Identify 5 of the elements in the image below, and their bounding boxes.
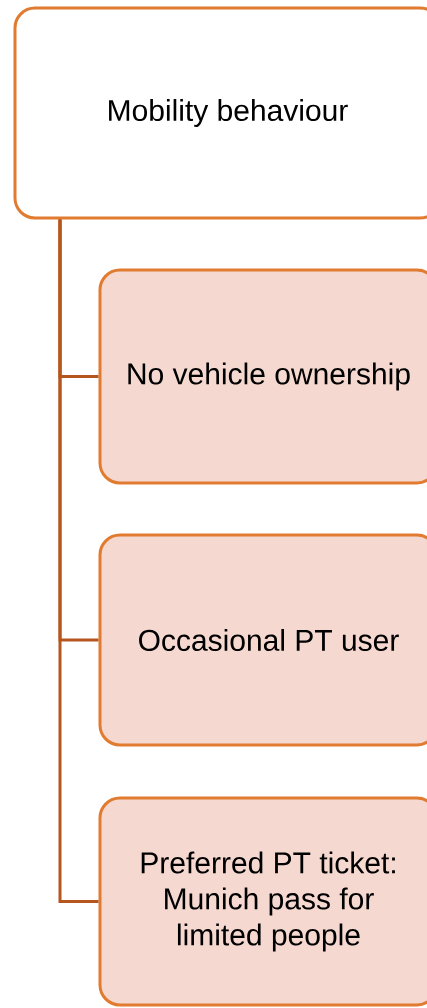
category-box: Mobility behaviour [13,6,427,220]
item-box: No vehicle ownership [98,268,427,485]
connector-line [58,219,99,903]
item-box: Occasional PT user [98,533,427,747]
item-box: Preferred PT ticket: Munich pass for limited people [98,796,427,1007]
